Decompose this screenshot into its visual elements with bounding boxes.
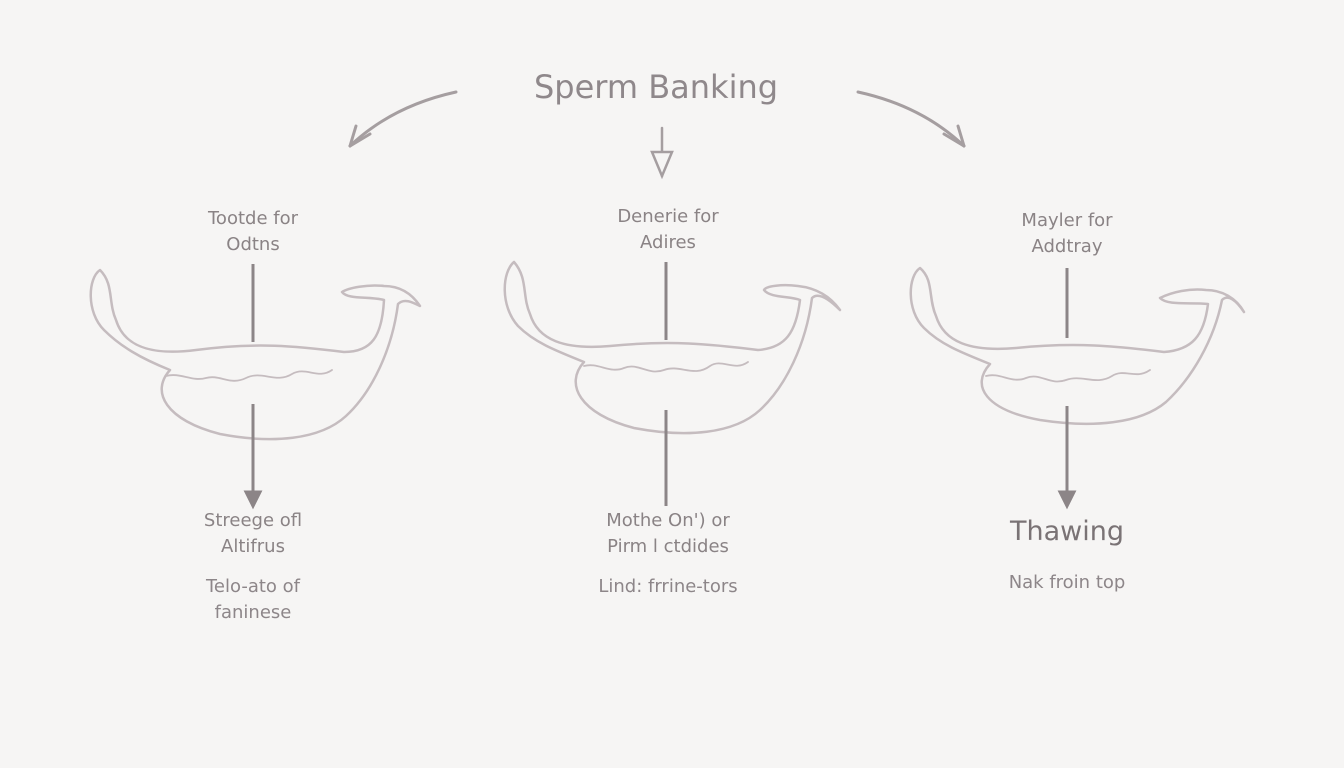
column-3-top-label: Mayler for Addtray [1021, 210, 1113, 257]
column-1-bottom-label: Streege ofl Altifrus [203, 510, 303, 557]
column-3-note: Nak froin top [1008, 572, 1126, 593]
column-1-top-label: Tootde for Odtns [208, 208, 298, 255]
vessel-3 [909, 266, 1246, 426]
column-1-note: Telo-ato of faninese [205, 576, 301, 623]
column-2-bottom-label: Mothe On') or Pirm l ctdides [606, 510, 730, 557]
column-2-top-label: Denerie for Adires [617, 206, 719, 253]
vessel-2 [503, 260, 842, 435]
vessel-1-stem [243, 264, 263, 510]
top-center-down-arrow [650, 126, 674, 180]
column-2-note: Lind: frrine-tors [598, 576, 738, 597]
top-right-curved-arrow [856, 90, 966, 148]
vessel-3-stem [1057, 268, 1077, 510]
vessel-1 [89, 268, 422, 441]
column-3-bottom-label: Thawing [1010, 516, 1124, 547]
diagram-title: Sperm Banking [533, 68, 779, 106]
top-left-curved-arrow [348, 90, 458, 148]
